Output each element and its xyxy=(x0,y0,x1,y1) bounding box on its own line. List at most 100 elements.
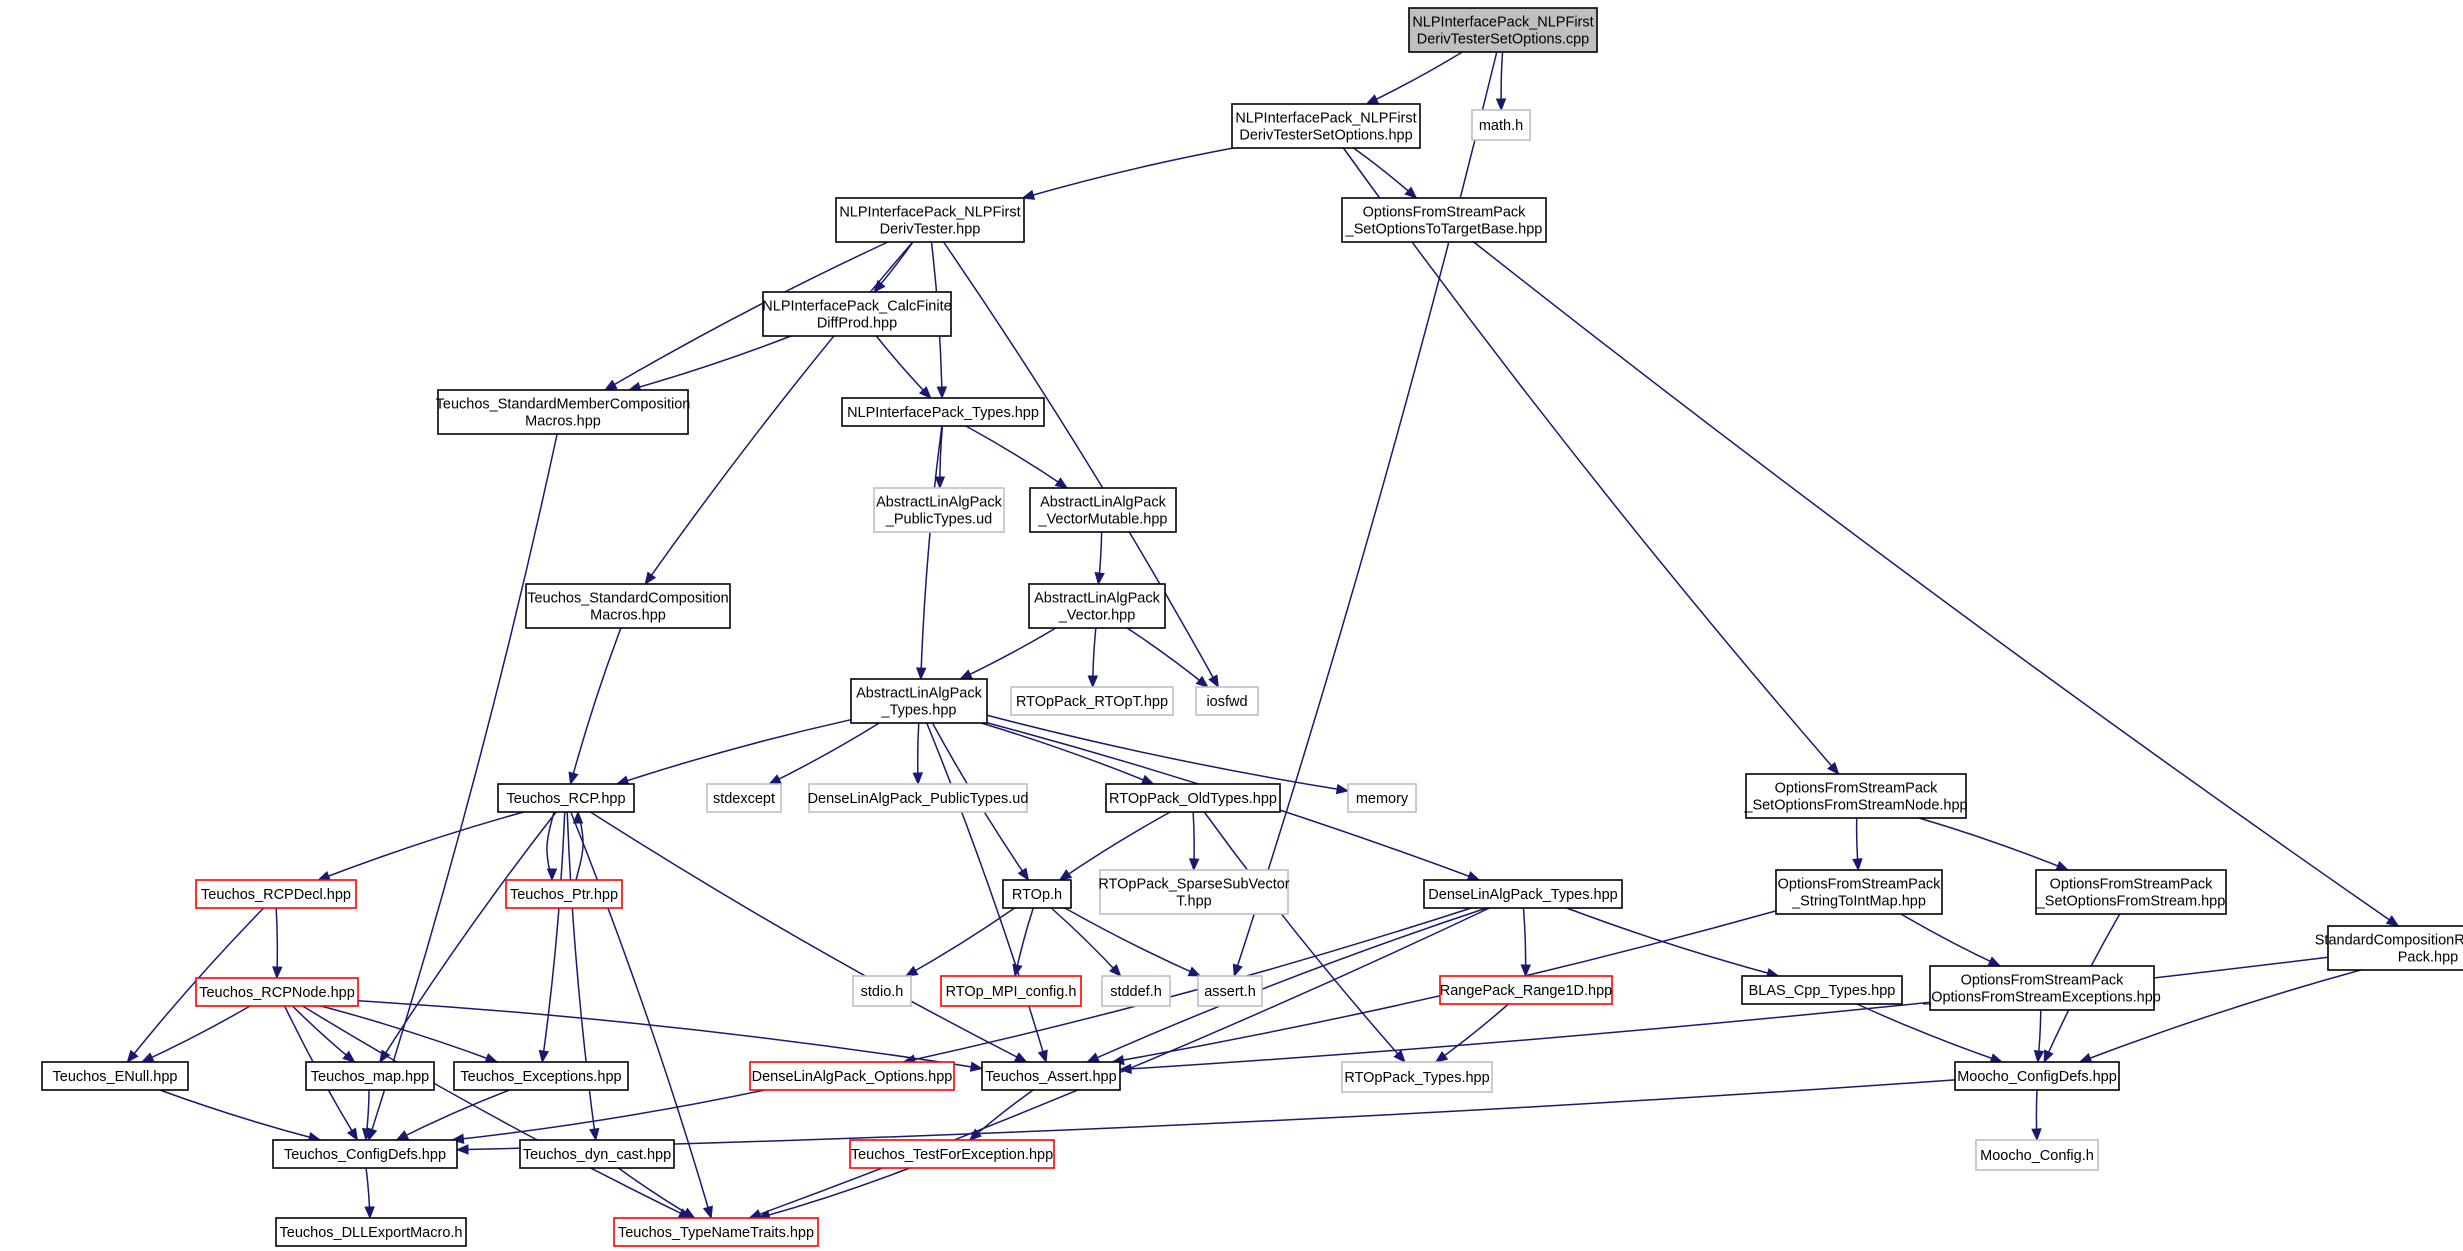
edge-rcpnode-to-map xyxy=(291,1005,356,1063)
node-dllexport[interactable]: Teuchos_DLLExportMacro.h xyxy=(275,1217,467,1247)
arrow-head-icon xyxy=(959,669,973,680)
edge-line xyxy=(126,907,265,1063)
edge-calcfinite-to-stdmember xyxy=(627,335,792,392)
node-dense_opts[interactable]: DenseLinAlgPack_Options.hpp xyxy=(749,1061,955,1091)
node-box xyxy=(1929,965,2155,1011)
node-enull[interactable]: Teuchos_ENull.hpp xyxy=(41,1061,189,1091)
node-label: Teuchos_Assert.hpp xyxy=(985,1069,1116,1085)
node-stdmember[interactable]: Teuchos_StandardMemberCompositionMacros.… xyxy=(436,389,691,435)
node-configdefs[interactable]: Teuchos_ConfigDefs.hpp xyxy=(272,1139,458,1169)
node-dense_types[interactable]: DenseLinAlgPack_Types.hpp xyxy=(1423,879,1623,909)
edge-line xyxy=(1087,907,1487,1063)
node-label: RTOpPack_Types.hpp xyxy=(1344,1070,1489,1086)
node-assert_hpp[interactable]: Teuchos_Assert.hpp xyxy=(981,1061,1121,1091)
node-box xyxy=(762,291,952,337)
node-rtop_mpi[interactable]: RTOp_MPI_config.h xyxy=(940,975,1082,1007)
node-map[interactable]: Teuchos_map.hpp xyxy=(305,1061,435,1091)
node-ofsp_stream[interactable]: OptionsFromStreamPack_SetOptionsFromStre… xyxy=(2035,869,2227,915)
node-box xyxy=(850,678,988,724)
node-label: Teuchos_RCP.hpp xyxy=(506,791,625,807)
edge-rtop_old-to-rtop_h xyxy=(1058,811,1171,881)
node-rtop_h[interactable]: RTOp.h xyxy=(1002,879,1072,909)
node-label: RTOpPack_RTOpT.hpp xyxy=(1016,694,1168,710)
node-label: NLPInterfacePack_NLPFirst xyxy=(1412,15,1593,31)
node-rcp[interactable]: Teuchos_RCP.hpp xyxy=(497,783,635,813)
node-label: OptionsFromStreamPack xyxy=(2050,877,2214,893)
node-ofsp_node[interactable]: OptionsFromStreamPack_SetOptionsFromStre… xyxy=(1743,773,1968,819)
node-label: OptionsFromStreamPack xyxy=(1775,781,1939,797)
node-box xyxy=(940,975,1082,1007)
node-label: Teuchos_Ptr.hpp xyxy=(510,887,618,903)
node-exceptions[interactable]: Teuchos_Exceptions.hpp xyxy=(453,1061,629,1091)
node-dyncast[interactable]: Teuchos_dyn_cast.hpp xyxy=(519,1139,675,1169)
edge-blas-to-moocho_cfgdefs xyxy=(1856,1003,2004,1064)
node-ofsp_target[interactable]: OptionsFromStreamPack_SetOptionsToTarget… xyxy=(1341,197,1547,243)
node-nlp_types[interactable]: NLPInterfacePack_Types.hpp xyxy=(841,397,1045,427)
node-ala_vec[interactable]: AbstractLinAlgPack_Vector.hpp xyxy=(1028,583,1166,629)
node-box xyxy=(305,1061,435,1091)
arrow-head-icon xyxy=(1012,963,1023,978)
arrow-head-icon xyxy=(1017,867,1030,882)
edge-setopts_hpp-to-firstderiv_hpp xyxy=(1021,147,1234,200)
node-label: AbstractLinAlgPack xyxy=(1034,591,1160,607)
node-label: NLPInterfacePack_NLPFirst xyxy=(1235,111,1416,127)
edge-rtop_h-to-assert_h xyxy=(1064,907,1202,977)
arrow-head-icon xyxy=(682,1207,696,1219)
edge-line xyxy=(1050,907,1122,977)
node-label: _SetOptionsFromStream.hpp xyxy=(2036,894,2226,910)
edge-line xyxy=(768,722,880,785)
node-range1d[interactable]: RangePack_Range1D.hpp xyxy=(1439,975,1613,1005)
edge-line xyxy=(456,1079,1956,1151)
edge-ala_vec-to-rtop_rtopt xyxy=(1087,627,1099,689)
arrow-head-icon xyxy=(1404,186,1418,199)
edge-moocho_cfgdefs-to-moocho_config xyxy=(2031,1089,2042,1142)
edge-line xyxy=(644,241,914,585)
edge-assert_hpp-to-testforexc xyxy=(968,1089,1034,1141)
arrow-head-icon xyxy=(904,965,919,977)
node-rtop_old[interactable]: RTOpPack_OldTypes.hpp xyxy=(1105,783,1281,813)
node-box xyxy=(1029,487,1177,533)
node-memory: memory xyxy=(1347,783,1417,813)
node-rcpdecl[interactable]: Teuchos_RCPDecl.hpp xyxy=(195,879,357,909)
edge-line xyxy=(1126,627,1209,688)
node-rtop_types: RTOpPack_Types.hpp xyxy=(1341,1061,1493,1093)
edge-ala_types-to-assert_hpp xyxy=(926,722,1048,1064)
node-stdexcept: stdexcept xyxy=(706,783,782,813)
node-label: RTOp.h xyxy=(1012,887,1062,903)
node-label: DerivTester.hpp xyxy=(880,222,981,238)
arrow-head-icon xyxy=(1466,871,1481,881)
arrow-head-icon xyxy=(455,1144,469,1155)
edge-line xyxy=(616,718,852,785)
node-blas[interactable]: BLAS_Cpp_Types.hpp xyxy=(1741,975,1903,1005)
node-moocho_cfgdefs[interactable]: Moocho_ConfigDefs.hpp xyxy=(1954,1061,2120,1091)
edge-line xyxy=(749,907,1490,1219)
node-ala_vecmut[interactable]: AbstractLinAlgPack_VectorMutable.hpp xyxy=(1029,487,1177,533)
node-ala_types[interactable]: AbstractLinAlgPack_Types.hpp xyxy=(850,678,988,724)
node-root[interactable]: NLPInterfacePack_NLPFirstDerivTesterSetO… xyxy=(1408,7,1598,53)
node-label: OptionsFromStreamPack xyxy=(1778,877,1942,893)
edge-rcp-to-ptr xyxy=(546,811,558,882)
node-ofsp_exc[interactable]: OptionsFromStreamPack_OptionsFromStreamE… xyxy=(1922,965,2161,1011)
node-label: iosfwd xyxy=(1206,694,1247,710)
node-label: T.hpp xyxy=(1176,894,1211,910)
edge-ala_vec-to-ala_types xyxy=(959,627,1057,680)
node-testforexc[interactable]: Teuchos_TestForException.hpp xyxy=(849,1139,1055,1169)
edge-rcpnode-to-enull xyxy=(140,1005,251,1063)
node-box xyxy=(1002,879,1072,909)
edge-line xyxy=(357,1000,983,1070)
node-math_h: math.h xyxy=(1471,109,1531,141)
edge-rtop_h-to-rtop_mpi xyxy=(1012,907,1034,978)
node-rcpnode[interactable]: Teuchos_RCPNode.hpp xyxy=(195,977,359,1007)
node-typename[interactable]: Teuchos_TypeNameTraits.hpp xyxy=(613,1217,819,1247)
node-ofsp_s2i[interactable]: OptionsFromStreamPack_StringToIntMap.hpp xyxy=(1775,869,1943,915)
node-ptr[interactable]: Teuchos_Ptr.hpp xyxy=(505,879,623,909)
node-setopts_hpp[interactable]: NLPInterfacePack_NLPFirstDerivTesterSetO… xyxy=(1231,103,1421,149)
edge-rcp-to-exceptions xyxy=(538,811,566,1064)
node-stdcomprel[interactable]: StandardCompositionRelationshipsPack.hpp xyxy=(2315,925,2463,971)
edge-line xyxy=(452,1089,765,1141)
